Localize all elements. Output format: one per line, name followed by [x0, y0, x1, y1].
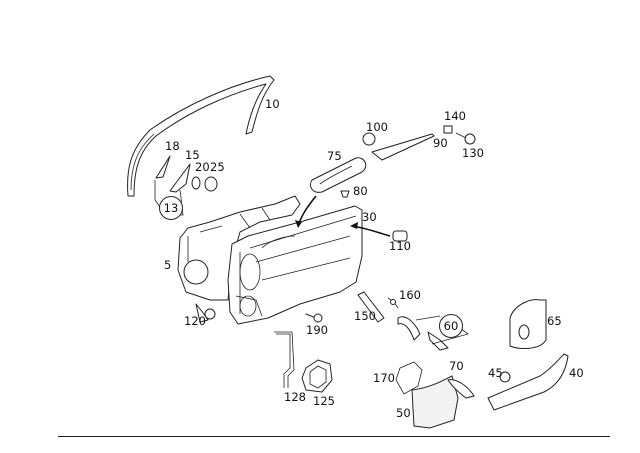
label-120: 120 — [184, 314, 206, 328]
label-20: 20 — [195, 160, 210, 174]
part-45-clip — [499, 371, 511, 383]
part-150-module — [357, 291, 385, 323]
part-15 — [169, 163, 191, 193]
label-190: 190 — [306, 323, 328, 337]
part-80 — [340, 190, 350, 198]
label-125: 125 — [313, 394, 335, 408]
label-30: 30 — [362, 210, 377, 224]
label-10: 10 — [265, 97, 280, 111]
label-170: 170 — [373, 371, 395, 385]
label-60: 60 — [439, 314, 463, 338]
part-170-membrane — [395, 361, 423, 395]
part-5-door-carrier — [177, 195, 301, 301]
label-75: 75 — [327, 149, 342, 163]
part-128-rod — [274, 331, 295, 388]
part-130-screw — [464, 133, 476, 145]
part-70-cover — [447, 379, 475, 399]
label-160: 160 — [399, 288, 421, 302]
part-60-bracket — [397, 316, 421, 341]
part-18 — [155, 155, 171, 179]
part-20 — [191, 176, 201, 190]
part-120-clip — [195, 303, 209, 323]
label-80: 80 — [353, 184, 368, 198]
label-110: 110 — [389, 239, 411, 253]
part-50-insulation — [411, 375, 459, 429]
part-125-gasket — [301, 359, 333, 393]
label-130: 130 — [462, 146, 484, 160]
part-25 — [204, 176, 218, 192]
part-110-srs-switch — [392, 230, 408, 242]
part-140-clip — [443, 125, 453, 134]
label-140: 140 — [444, 109, 466, 123]
label-65: 65 — [547, 314, 562, 328]
label-40: 40 — [569, 366, 584, 380]
label-18: 18 — [165, 139, 180, 153]
label-90: 90 — [433, 136, 448, 150]
label-45: 45 — [488, 366, 503, 380]
label-70: 70 — [449, 359, 464, 373]
label-13: 13 — [159, 196, 183, 220]
label-150: 150 — [354, 309, 376, 323]
part-100 — [362, 132, 376, 146]
part-30-door-trim-panel — [227, 205, 363, 325]
part-40-armrest — [487, 353, 569, 411]
part-10-window-seal — [127, 75, 275, 197]
label-50: 50 — [396, 406, 411, 420]
label-128: 128 — [284, 390, 306, 404]
bottom-rule — [58, 436, 610, 437]
label-25: 25 — [210, 160, 225, 174]
label-15: 15 — [185, 148, 200, 162]
part-90-trim-strip — [371, 133, 435, 161]
label-5: 5 — [164, 258, 172, 272]
part-65-speaker-cover — [509, 299, 547, 349]
label-100: 100 — [366, 120, 388, 134]
